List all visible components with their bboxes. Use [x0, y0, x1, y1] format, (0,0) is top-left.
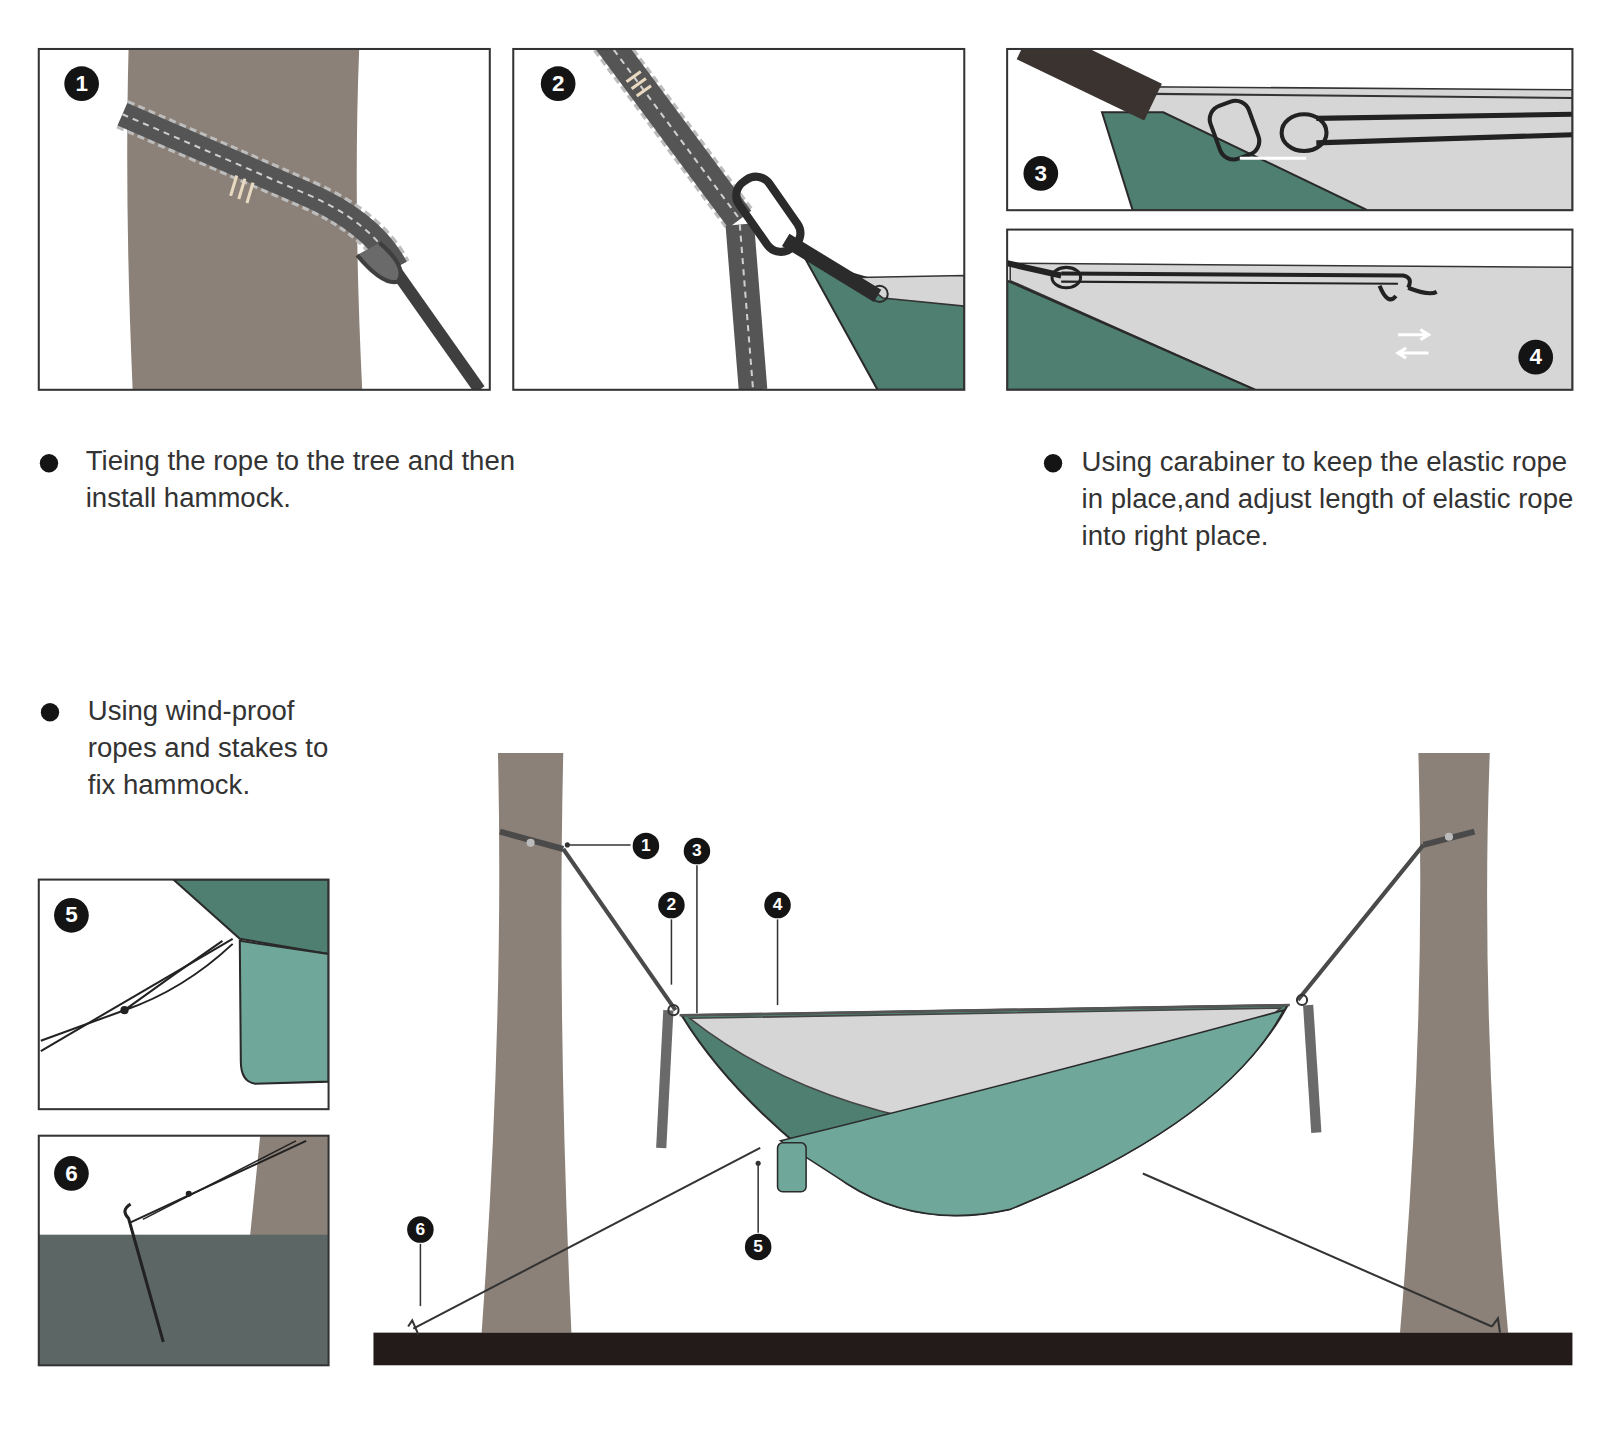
panel-frame [39, 880, 329, 1110]
strap-stitching [122, 114, 395, 267]
bullet [41, 703, 59, 721]
carabiner [1297, 995, 1307, 1005]
strap-bartack [231, 176, 253, 204]
instruction-text: Using wind-proof ropes and stakes to fix… [88, 693, 345, 803]
hammock-end [1026, 49, 1154, 102]
callout-number: 3 [684, 838, 711, 865]
instruction-text: Tieing the rope to the tree and then ins… [86, 443, 527, 516]
tent-stake [125, 1204, 163, 1342]
rope-knot [186, 1191, 192, 1197]
callout-number: 4 [764, 892, 791, 919]
callout-number: 6 [407, 1216, 434, 1243]
leader-dot [565, 842, 570, 847]
callout-number: 1 [64, 66, 99, 101]
pocket [240, 941, 329, 1084]
suspension-strap [563, 849, 675, 1010]
leader-line [567, 844, 630, 846]
strap-stitching [122, 114, 395, 267]
panel-frame [1007, 230, 1572, 390]
panel-guy-loop [41, 880, 329, 1084]
panel-elastic-carabiner [1026, 49, 1573, 210]
tree-strap [122, 114, 395, 267]
instruction-text: Using carabiner to keep the elastic rope… [1082, 444, 1574, 554]
ground [39, 1235, 329, 1366]
ring [871, 286, 887, 302]
callout-number: 2 [541, 66, 576, 101]
callout-number: 3 [1023, 156, 1058, 191]
guy-rope [41, 1010, 125, 1041]
leader-line [757, 1163, 759, 1232]
callout-number: 6 [54, 1156, 89, 1191]
panel-carabiner [607, 49, 964, 390]
callout-number: 1 [633, 833, 660, 860]
ground [373, 1333, 1572, 1366]
ridgeline [680, 1005, 1290, 1015]
carabiner [1052, 267, 1081, 287]
main-scene [373, 753, 1572, 1365]
callout-number: 4 [1518, 340, 1553, 375]
panel-frame [513, 49, 964, 390]
suspension-strap [1298, 845, 1424, 1000]
guy-rope [131, 1141, 307, 1223]
panel-frame [39, 1136, 329, 1366]
strap-tail [661, 1010, 668, 1148]
gate-highlight [1240, 157, 1306, 160]
hammock-fabric [806, 260, 964, 390]
cord-lock [1380, 286, 1437, 300]
tree-strap [607, 49, 740, 219]
strap-stitching [607, 49, 740, 219]
elastic-rope [1061, 273, 1410, 287]
strap-stitching [607, 49, 740, 219]
guy-rope [413, 1148, 760, 1329]
strap-stitching [740, 224, 753, 389]
ridge-edge [1153, 94, 1572, 98]
panel-stake [39, 1136, 329, 1366]
bullet [40, 454, 58, 472]
bullet [1044, 454, 1062, 472]
hammock-end [786, 240, 878, 296]
elastic-rope [1061, 282, 1398, 284]
panel-tree-strap [122, 49, 479, 390]
callout-number: 5 [54, 898, 89, 933]
panel-elastic-adjust [1007, 263, 1572, 390]
leader-dot [756, 1161, 761, 1166]
strap-bartack [627, 71, 651, 95]
hammock-body [682, 1005, 1288, 1215]
pocket [778, 1143, 807, 1192]
tree-strap [1423, 832, 1474, 845]
callout-number: 5 [745, 1234, 772, 1261]
strap-tail [1308, 1005, 1316, 1133]
tree-strap [500, 832, 563, 849]
hammock-fabric [1007, 281, 1255, 390]
hammock-front [781, 1010, 1284, 1215]
carabiner [668, 1005, 678, 1015]
leader-line [671, 919, 673, 984]
leader-line [777, 919, 779, 1005]
strap-bartack [1445, 833, 1453, 841]
guy-loop [124, 941, 232, 1010]
tree-trunk [482, 753, 572, 1333]
leader-line [696, 865, 698, 1013]
strap-tail [740, 224, 753, 389]
adjust-arrow [1398, 348, 1429, 358]
tree-trunk [250, 1136, 329, 1237]
guy-rope [1143, 1173, 1492, 1326]
strap-bartack [527, 839, 535, 847]
panel-frame [39, 49, 490, 390]
adjust-arrow [1398, 330, 1429, 340]
guy-rope [143, 1141, 296, 1220]
panel-frame [1007, 49, 1572, 210]
tree-trunk [1400, 753, 1508, 1333]
carabiner [1206, 97, 1264, 164]
strap-loop [357, 243, 401, 282]
leader-line [420, 1244, 422, 1306]
tent-stake [408, 1318, 1500, 1334]
callout-number: 2 [658, 892, 685, 919]
elastic-rope [1316, 114, 1572, 143]
guy-rope [41, 939, 233, 1051]
